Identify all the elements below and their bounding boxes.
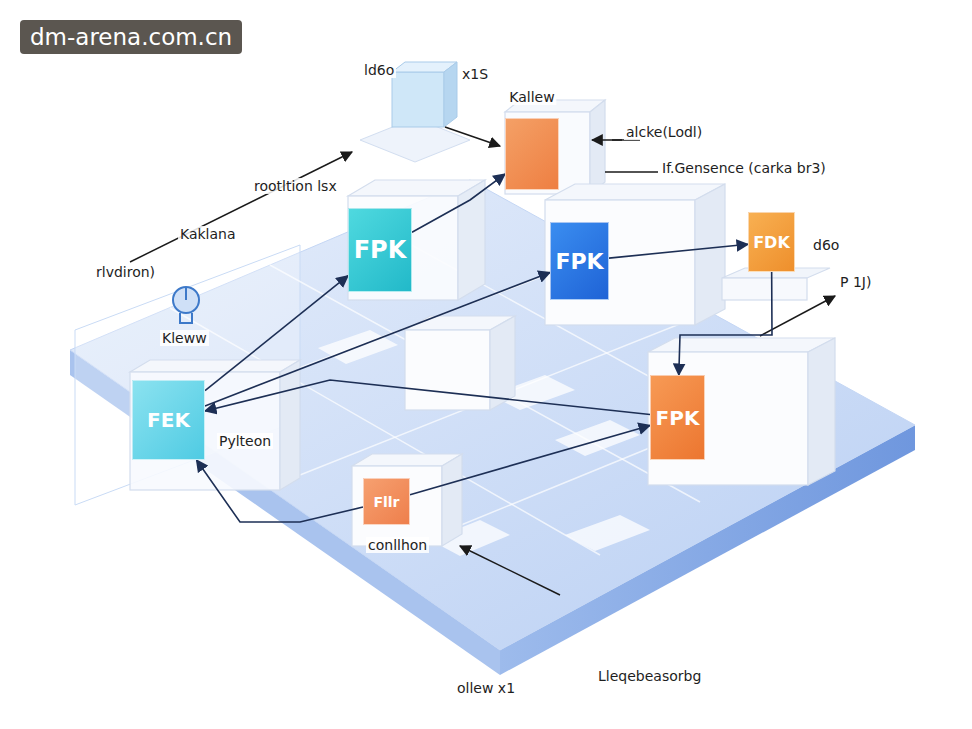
top-cube	[360, 62, 470, 162]
box-caption: Pylteon	[217, 433, 273, 449]
node-face: FPK	[650, 375, 705, 460]
watermark: dm-arena.com.cn	[20, 20, 242, 54]
cube-bodies	[130, 100, 835, 546]
annotation-label: ollew x1	[455, 680, 517, 696]
node-face: FDKd6o	[748, 212, 795, 272]
leader-lines	[130, 127, 835, 595]
connector-arrow	[609, 244, 748, 258]
annotation-label: rlvdiron)	[94, 264, 157, 280]
box-label: FPK	[656, 406, 700, 430]
box-label: Fllr	[373, 494, 399, 510]
floor-tiles	[318, 330, 650, 556]
connector-arrow	[197, 460, 363, 522]
box-heading: Kallew	[507, 89, 556, 105]
box-label: FPK	[354, 236, 407, 264]
node-face: FPK	[348, 208, 412, 292]
connector-arrow	[412, 174, 505, 232]
box-caption: d6o	[811, 237, 841, 253]
annotation-label: rootltion lsx	[252, 178, 339, 194]
annotation-label: If.Gensence (carka br3)	[660, 160, 828, 176]
box-caption: conllhon	[366, 537, 429, 553]
connector-arrow	[679, 272, 772, 375]
connector-arrow	[205, 380, 650, 415]
node-face: FPK	[550, 222, 609, 300]
node-face: Kallew	[505, 118, 559, 190]
connector-arrow	[205, 276, 348, 391]
box-label: FPK	[555, 249, 603, 274]
annotation-label: x1S	[460, 66, 490, 82]
node-face: FEKPylteon	[132, 380, 205, 460]
annotation-label: Kleww	[160, 330, 209, 346]
glass-slab	[75, 245, 300, 505]
annotation-label: P 1J)	[838, 274, 873, 290]
node-face: Fllrconllhon	[363, 478, 410, 525]
box-label: FDK	[753, 233, 790, 252]
box-label: FEK	[147, 408, 190, 432]
annotation-label: Lleqebeasorbg	[596, 668, 703, 684]
annotation-label: alcke(Lodl)	[624, 124, 704, 140]
bulb-icon	[173, 287, 199, 323]
platform-top	[70, 180, 915, 650]
annotation-label: ld6o	[362, 62, 396, 78]
annotation-label: Kaklana	[178, 226, 238, 242]
connector-arrow	[410, 425, 650, 494]
